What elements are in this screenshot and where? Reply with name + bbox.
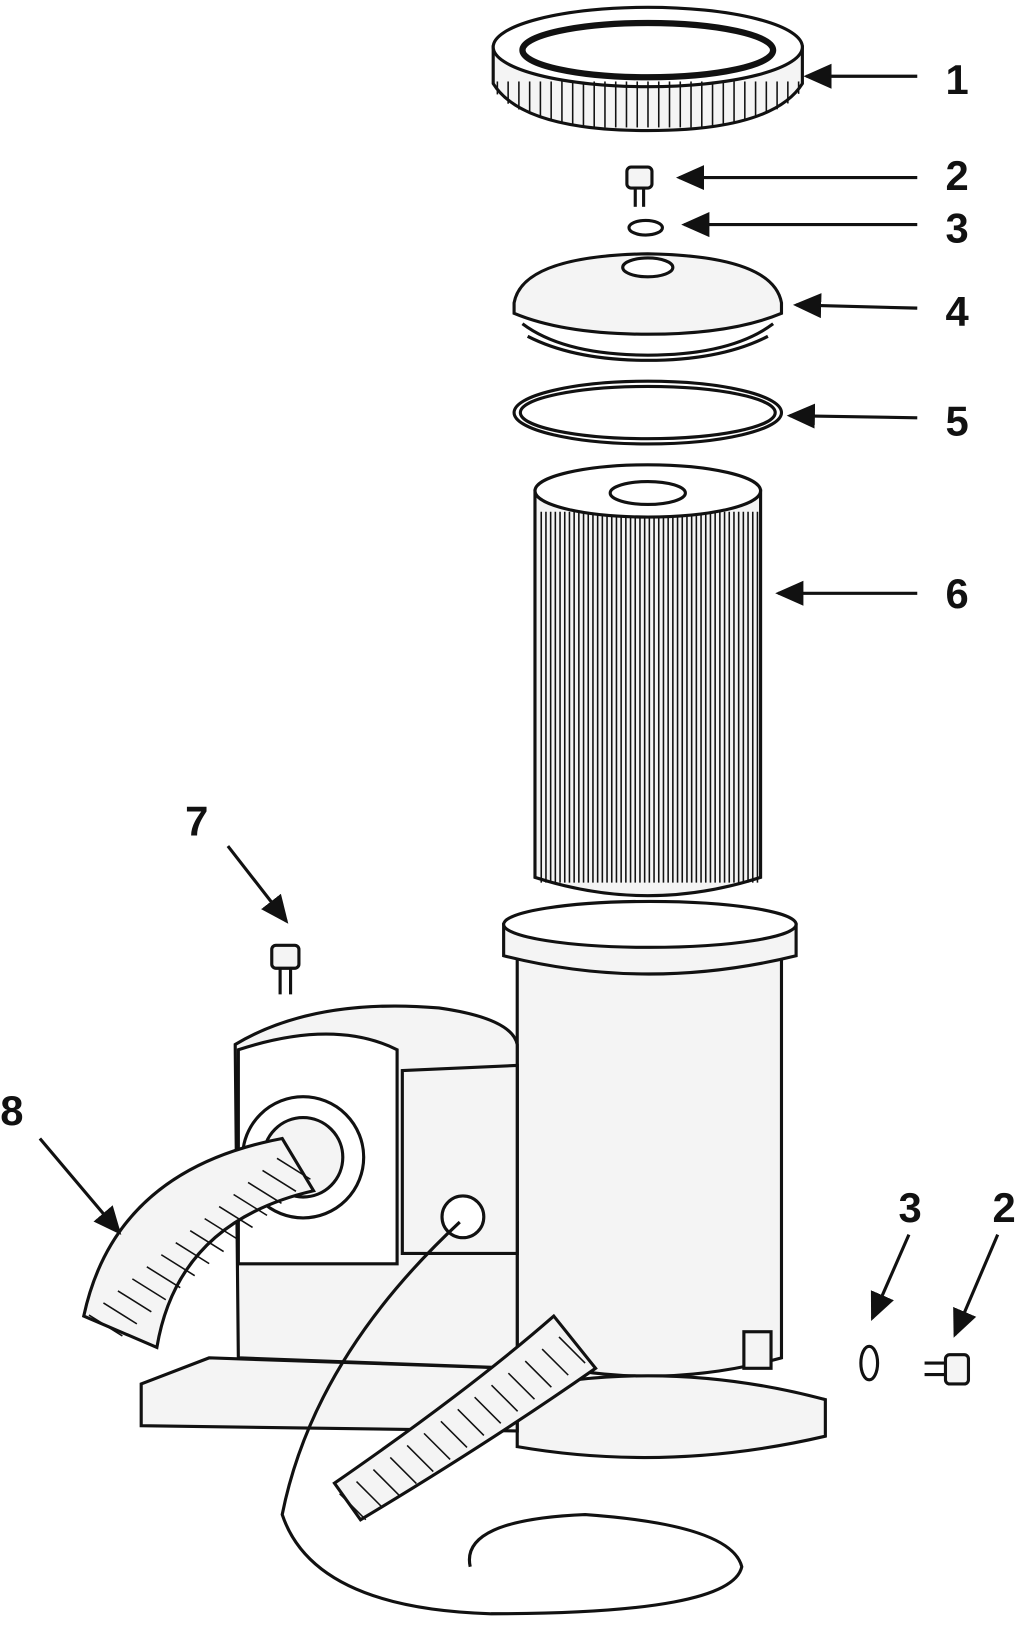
hose-corrugation [339,1493,367,1521]
hose-corrugation [160,1254,196,1277]
hose-corrugation [355,1481,384,1509]
hose-corrugation [218,1205,253,1229]
callout-label-8: 8 [0,1087,23,1134]
housing-cover-part [512,252,784,362]
arrow-7 [226,845,289,924]
hose-corrugation [507,1372,536,1400]
hose-corrugation [146,1266,181,1289]
hose-corrugation [406,1444,434,1473]
callout-label-7: 7 [185,798,208,845]
housing-o-ring-part [512,379,784,446]
hose-corrugation [474,1396,502,1424]
hose-corrugation [117,1290,152,1313]
hose-corrugation [372,1468,401,1497]
callout-label-2: 2 [945,152,968,199]
callout-label-6: 6 [945,570,968,617]
hose-corrugation [247,1181,282,1205]
callout-label-5: 5 [945,398,968,445]
hose-corrugation [440,1420,468,1448]
o-ring-part [627,218,664,237]
hose-corrugation [88,1314,123,1337]
hose-corrugation [233,1193,268,1217]
filter-tank-part [502,899,827,1460]
hose-corrugation [131,1278,167,1301]
hose-corrugation [423,1432,451,1461]
callout-arrows [38,63,1000,1338]
filter-cartridge-part [533,463,763,898]
callout-label-2b: 2 [992,1184,1015,1231]
arrow-8 [38,1137,122,1235]
hose-corrugation [524,1360,552,1388]
arrow-2b [953,1233,1000,1338]
hose-corrugation [189,1229,225,1253]
drain-o-ring-part [859,1344,880,1382]
hose-corrugation [103,1302,138,1325]
callout-label-3b: 3 [898,1184,921,1231]
hose-corrugation [457,1408,485,1436]
pump-valve-part [270,943,301,995]
hose-corrugation [558,1336,586,1364]
hose-corrugation [204,1217,239,1241]
drain-plug-part [924,1353,971,1386]
callout-label-1: 1 [945,56,968,103]
hose-corrugation [389,1456,417,1485]
hose-corrugation [276,1157,311,1180]
hose-corrugation [175,1242,210,1265]
pump-body-part [139,1004,744,1616]
air-release-valve-part [625,165,654,207]
hose-corrugation [541,1348,569,1376]
callout-label-3: 3 [945,204,968,251]
arrow-5 [786,403,918,429]
hose-part [81,1136,316,1350]
hose-corrugation [262,1169,297,1192]
hose-corrugation [490,1384,519,1412]
callout-label-4: 4 [945,288,968,335]
arrow-4 [792,293,918,319]
lock-ring-part [491,5,804,133]
arrow-3b [870,1233,911,1322]
